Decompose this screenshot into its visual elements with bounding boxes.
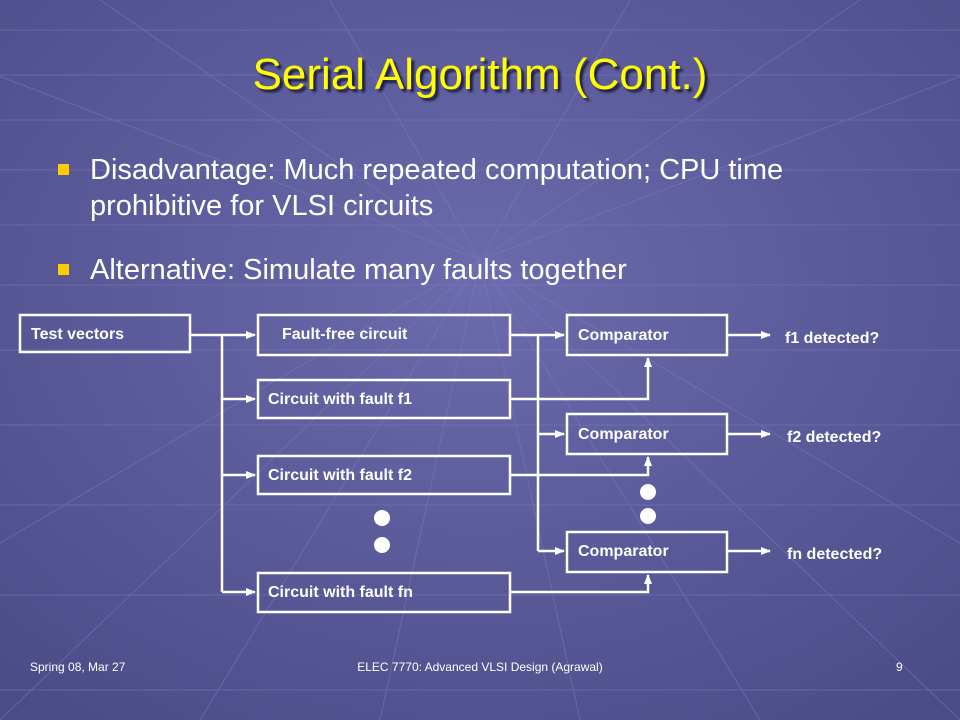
output-f2-label: f2 detected?: [787, 429, 881, 446]
ellipsis-dot-icon: [640, 484, 656, 500]
ellipsis-dot-icon: [374, 510, 390, 526]
footer-course: ELEC 7770: Advanced VLSI Design (Agrawal…: [357, 660, 603, 674]
f2-to-comp2-arrow: [510, 456, 652, 477]
f1-to-comp1-arrow: [510, 357, 652, 401]
fn-to-comp3-arrow: [510, 574, 652, 594]
ellipsis-dot-icon: [640, 508, 656, 524]
slide-title: Serial Algorithm (Cont.): [252, 50, 708, 99]
fault-free-label: Fault-free circuit: [282, 326, 408, 343]
bullet-text: Disadvantage: Much repeated computation;…: [90, 154, 784, 222]
output-f1-label: f1 detected?: [785, 330, 879, 347]
footer-page-number: 9: [896, 660, 903, 674]
comparator-3-label: Comparator: [578, 543, 669, 560]
fault-f1-label: Circuit with fault f1: [268, 391, 412, 408]
fault-f2-label: Circuit with fault f2: [268, 467, 412, 484]
footer-date: Spring 08, Mar 27: [30, 660, 126, 674]
bullet-square-icon: [58, 164, 69, 175]
output-fn-label: fn detected?: [787, 546, 882, 563]
bullet-square-icon: [58, 264, 69, 275]
bullet-disadvantage: Disadvantage: Much repeated computation;…: [58, 152, 920, 224]
bullet-alternative: Alternative: Simulate many faults togeth…: [58, 252, 920, 288]
comparator-1-label: Comparator: [578, 327, 669, 344]
ellipsis-dot-icon: [374, 537, 390, 553]
test-vectors-box: [18, 313, 192, 354]
comparator-2-label: Comparator: [578, 426, 669, 443]
bullet-text: Alternative: Simulate many faults togeth…: [90, 254, 627, 286]
test-vectors-label: Test vectors: [31, 326, 124, 343]
fault-fn-label: Circuit with fault fn: [268, 584, 413, 601]
